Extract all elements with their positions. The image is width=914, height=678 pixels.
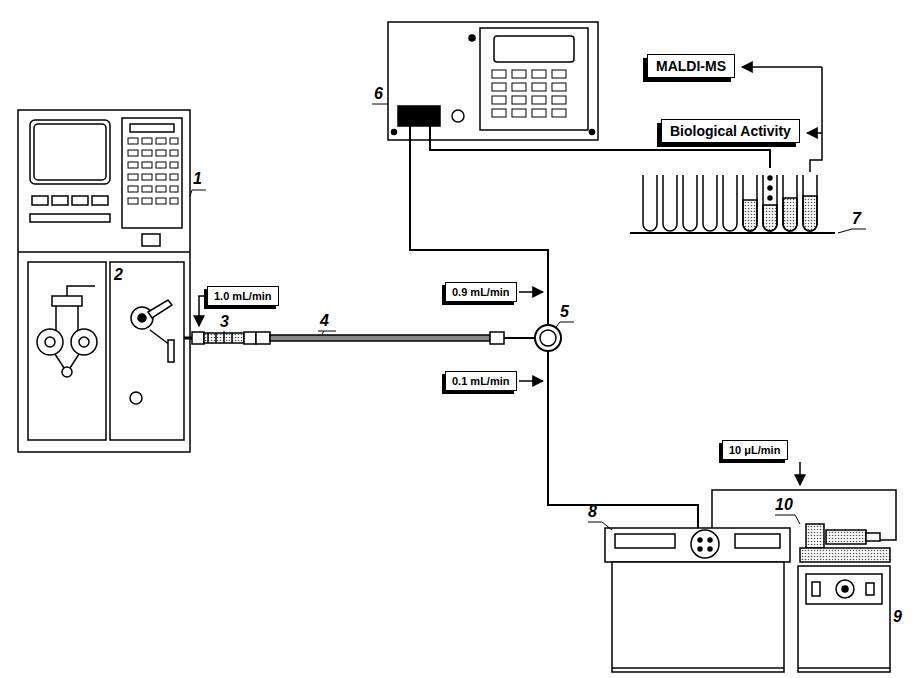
callout-number: 2	[114, 266, 123, 284]
flow-rate-box: 0.9 mL/min	[445, 282, 517, 302]
flow-rate-box: 0.1 mL/min	[445, 371, 517, 391]
callout-number: 8	[588, 503, 597, 521]
box-text: Biological Activity	[670, 123, 791, 139]
box-text: 1.0 mL/min	[214, 290, 272, 302]
box-text: MALDI-MS	[656, 58, 726, 74]
callout-number: 9	[893, 608, 902, 626]
callout-number: 7	[852, 210, 861, 228]
flow-rate-box: 1.0 mL/min	[207, 286, 279, 306]
flow-rate-box: 10 μL/min	[722, 440, 788, 460]
callout-number: 5	[560, 303, 569, 321]
callout-number: 3	[220, 313, 229, 331]
callout-number: 10	[775, 496, 793, 514]
callout-number: 6	[374, 85, 383, 103]
output-box: Biological Activity	[661, 119, 800, 143]
box-text: 10 μL/min	[729, 444, 781, 456]
box-text: 0.9 mL/min	[452, 286, 510, 298]
output-box: MALDI-MS	[647, 54, 735, 78]
box-text: 0.1 mL/min	[452, 375, 510, 387]
callout-number: 4	[320, 312, 329, 330]
callout-number: 1	[193, 170, 202, 188]
